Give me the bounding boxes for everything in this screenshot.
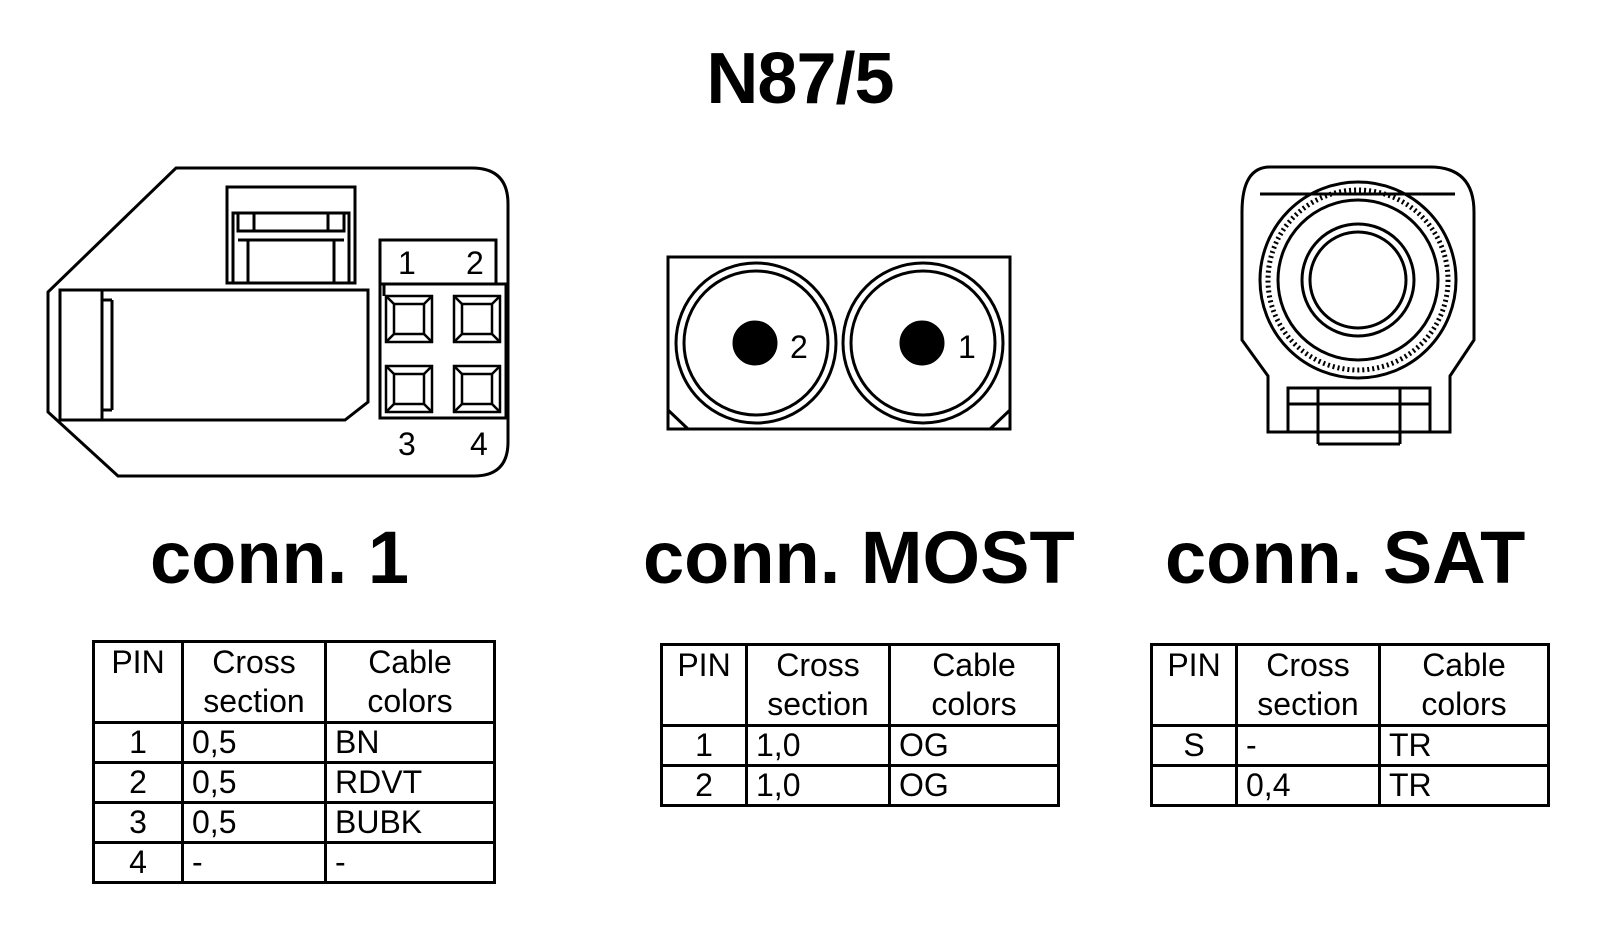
- table-header-row: PIN Cross section Cable colors: [660, 643, 1060, 727]
- conn1-pin-label: 3: [398, 426, 416, 462]
- most-pin-label: 2: [790, 329, 808, 365]
- most-label: conn. MOST: [643, 516, 1075, 599]
- table-row: 1 0,5 BN: [92, 721, 496, 764]
- table-row: 2 0,5 RDVT: [92, 761, 496, 804]
- conn1-pin-label: 2: [466, 245, 484, 281]
- pin-column-header: PIN: [92, 640, 184, 724]
- table-header-row: PIN Cross section Cable colors: [92, 640, 496, 724]
- sat-label: conn. SAT: [1165, 516, 1526, 599]
- sat-housing-drawing: [1240, 165, 1476, 446]
- pin-cell: 4: [92, 841, 184, 884]
- cross-section-cell: 0,5: [181, 721, 327, 764]
- cable-colors-column-header: Cable colors: [888, 643, 1060, 727]
- table-row: 2 1,0 OG: [660, 764, 1060, 807]
- conn1-pin-label: 1: [398, 245, 416, 281]
- cable-color-cell: TR: [1378, 764, 1550, 807]
- conn1-pin-table: PIN Cross section Cable colors 1 0,5 BN …: [92, 640, 496, 884]
- pin-cell: 1: [660, 724, 748, 767]
- pin-cell: 1: [92, 721, 184, 764]
- pin-cell: 2: [660, 764, 748, 807]
- table-row: S - TR: [1150, 724, 1550, 767]
- pin-cell: 3: [92, 801, 184, 844]
- cross-section-cell: -: [1235, 724, 1381, 767]
- cable-color-cell: TR: [1378, 724, 1550, 767]
- table-header-row: PIN Cross section Cable colors: [1150, 643, 1550, 727]
- conn1-pin-label: 4: [470, 426, 488, 462]
- cable-colors-column-header: Cable colors: [324, 640, 496, 724]
- cross-section-column-header: Cross section: [1235, 643, 1381, 727]
- table-row: 3 0,5 BUBK: [92, 801, 496, 844]
- diagram-title: N87/5: [706, 39, 894, 119]
- cross-section-cell: 0,5: [181, 801, 327, 844]
- cable-color-cell: -: [324, 841, 496, 884]
- sat-pin-table: PIN Cross section Cable colors S - TR 0,…: [1150, 643, 1550, 807]
- cross-section-column-header: Cross section: [745, 643, 891, 727]
- pin-cell: 2: [92, 761, 184, 804]
- cross-section-column-header: Cross section: [181, 640, 327, 724]
- most-pin-table: PIN Cross section Cable colors 1 1,0 OG …: [660, 643, 1060, 807]
- cross-section-cell: 0,4: [1235, 764, 1381, 807]
- pin-cell: [1150, 764, 1238, 807]
- pin-column-header: PIN: [1150, 643, 1238, 727]
- cable-color-cell: OG: [888, 724, 1060, 767]
- conn1-label: conn. 1: [150, 516, 410, 599]
- cable-color-cell: RDVT: [324, 761, 496, 804]
- table-row: 0,4 TR: [1150, 764, 1550, 807]
- pin-column-header: PIN: [660, 643, 748, 727]
- conn1-housing-drawing: [46, 166, 510, 478]
- cross-section-cell: 1,0: [745, 724, 891, 767]
- most-pin-label: 1: [958, 329, 976, 365]
- table-row: 1 1,0 OG: [660, 724, 1060, 767]
- cable-color-cell: OG: [888, 764, 1060, 807]
- cross-section-cell: 1,0: [745, 764, 891, 807]
- cross-section-cell: 0,5: [181, 761, 327, 804]
- cross-section-cell: -: [181, 841, 327, 884]
- most-housing-drawing: [666, 255, 1012, 431]
- pin-cell: S: [1150, 724, 1238, 767]
- cable-color-cell: BUBK: [324, 801, 496, 844]
- table-row: 4 - -: [92, 841, 496, 884]
- cable-colors-column-header: Cable colors: [1378, 643, 1550, 727]
- cable-color-cell: BN: [324, 721, 496, 764]
